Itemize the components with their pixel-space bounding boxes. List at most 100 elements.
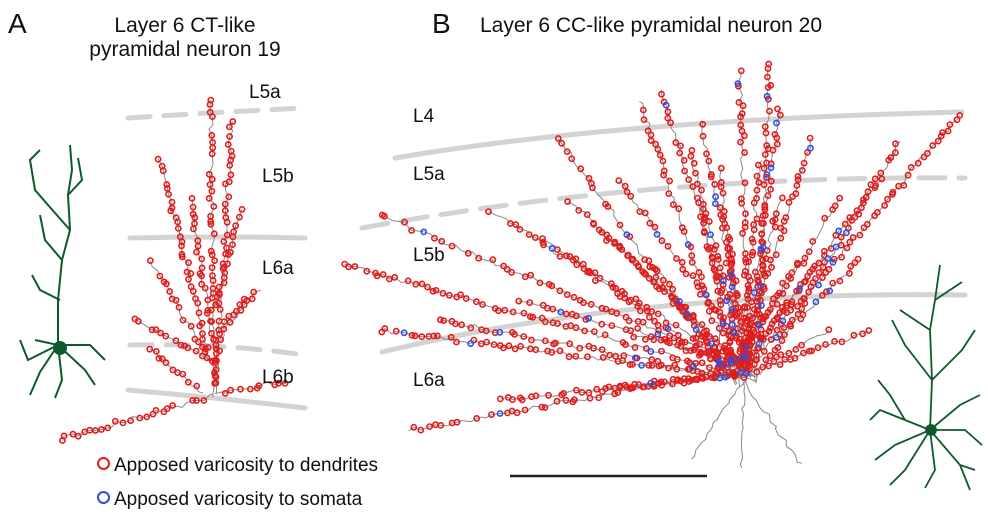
dendrite-varicosity-marker (762, 129, 770, 137)
dendrite-varicosity-marker (146, 257, 154, 264)
dendrite-varicosity-marker (850, 331, 858, 339)
dendrite-varicosity-marker (281, 379, 289, 387)
dendrite-varicosity-marker (496, 342, 504, 349)
dendrite-varicosity-marker (168, 295, 176, 303)
dendrite-varicosity-marker (491, 305, 499, 312)
dendrite-varicosity-marker (131, 315, 139, 323)
dendrite-varicosity-marker (81, 428, 89, 436)
dendrite-varicosity-marker (585, 174, 593, 182)
dendrite-varicosity-marker (703, 243, 711, 251)
dendrite-varicosity-marker (681, 338, 689, 346)
dendrite-varicosity-marker (627, 296, 635, 304)
dendrite-varicosity-marker (774, 105, 781, 113)
dendrite-varicosity-marker (645, 274, 653, 282)
dendrite-varicosity-marker (623, 188, 631, 196)
soma-varicosity-marker (683, 310, 691, 318)
dendrite-varicosity-marker (157, 329, 164, 337)
dendrite-varicosity-marker (562, 396, 570, 404)
soma-varicosity-marker (719, 320, 727, 328)
dendrite-varicosity-marker (520, 333, 528, 340)
soma-varicosity-marker (727, 356, 735, 364)
dendrite-varicosity-marker (900, 181, 908, 189)
dendrite-varicosity-marker (716, 297, 724, 304)
dendrite-varicosity-marker (378, 328, 386, 336)
dendrite-varicosity-marker (847, 262, 855, 270)
soma-varicosities (400, 80, 850, 417)
dendrite-varicosity-marker (568, 155, 576, 163)
dendrite-varicosity-marker (669, 380, 676, 388)
dendrite-varicosity-marker (412, 280, 420, 288)
dendrite-varicosity-marker (652, 265, 659, 273)
dendrite-varicosity-marker (856, 231, 864, 239)
dendrite-varicosity-marker (595, 394, 603, 402)
dendrite-varicosity-marker (587, 300, 595, 308)
panel-a-letter: A (8, 8, 27, 39)
dendrite-varicosity-marker (503, 265, 511, 273)
dendrite-varicosity-marker (525, 231, 533, 238)
soma-varicosity-marker (712, 200, 719, 207)
dendrite-varicosity-marker (515, 297, 523, 305)
dendrite-varicosity-marker (160, 278, 168, 286)
dendrite-varicosity-marker (651, 317, 658, 325)
dendrite-varicosity-marker (204, 296, 212, 304)
dendrite-varicosity-marker (799, 311, 807, 319)
dendrite-varicosity-marker (635, 299, 643, 307)
dendrite-varicosity-marker (707, 355, 714, 363)
dendrite-varicosity-marker (212, 341, 220, 349)
dendrite-varicosity-marker (846, 238, 854, 246)
dendrite-varicosity-marker (659, 283, 666, 291)
dendrite-varicosity-marker (119, 419, 127, 427)
dendrite-varicosity-marker (584, 268, 591, 276)
dendrite-varicosity-marker (598, 304, 606, 312)
dendrite-varicosity-marker (637, 307, 644, 315)
dendrite-varicosity-marker (411, 332, 419, 340)
dendrite-varicosity-marker (776, 361, 784, 368)
dendrite-varicosity-marker (165, 190, 172, 198)
dendrite-varicosity-marker (192, 295, 199, 302)
soma-varicosity-marker (623, 231, 631, 239)
dendrite-varicosity-marker (760, 219, 767, 227)
axon-branch (602, 375, 741, 392)
dendrite-varicosity-marker (174, 369, 181, 376)
dendrite-varicosity-marker (562, 252, 570, 260)
dendrite-varicosity-marker (485, 208, 492, 215)
dendrite-varicosity-marker (688, 252, 696, 259)
dendrite-varicosity-marker (666, 177, 673, 185)
dendrite-varicosity-marker (748, 251, 756, 259)
dendrite-varicosity-marker (726, 268, 734, 275)
dendrite-varicosity-marker (158, 162, 166, 170)
dendrite-varicosity-marker (629, 360, 636, 368)
soma-varicosity-marker (712, 193, 719, 201)
dendrite-varicosity-marker (602, 305, 610, 313)
dendrite-varicosity-marker (230, 311, 238, 319)
dendrite-varicosity-marker (712, 273, 720, 281)
dendrite-varicosity-marker (642, 345, 650, 352)
dendrite-varicosity-marker (777, 351, 785, 359)
dendrite-varicosity-marker (111, 417, 119, 425)
dendrite-varicosity-marker (641, 256, 649, 263)
dendrite-varicosity-marker (185, 259, 192, 267)
soma-varicosity-marker (750, 289, 758, 297)
dendrite-varicosity-marker (779, 290, 787, 297)
soma-varicosity-marker (755, 340, 763, 347)
dendrite-varicosity-marker (224, 260, 231, 268)
dendrite-varicosity-marker (558, 391, 566, 399)
dendrite-varicosity-marker (225, 123, 233, 131)
dendrite-varicosity-marker (669, 299, 677, 307)
panel-a-title-line1: Layer 6 CT-like (114, 14, 256, 37)
dendrite-varicosity-marker (678, 258, 686, 266)
dendrite-varicosity-marker (780, 307, 787, 315)
dendrite-varicosity-marker (920, 153, 928, 161)
dendrite-varicosity-marker (830, 255, 838, 263)
dendrite-varicosity-marker (201, 284, 209, 292)
dendrite-varicosity-marker (504, 409, 511, 417)
dendrite-varicosity-marker (721, 220, 729, 228)
dendrite-varicosity-marker (753, 310, 761, 318)
dendrite-varicosity-marker (841, 220, 849, 228)
dendrite-varicosity-marker (193, 382, 201, 390)
dendrite-varicosity-marker (556, 347, 564, 355)
dendrite-varicosity-marker (701, 213, 708, 221)
dendrite-varicosity-marker (877, 169, 885, 177)
dendrite-varicosity-marker (693, 279, 701, 286)
dendrite-varicosity-marker (462, 295, 470, 302)
